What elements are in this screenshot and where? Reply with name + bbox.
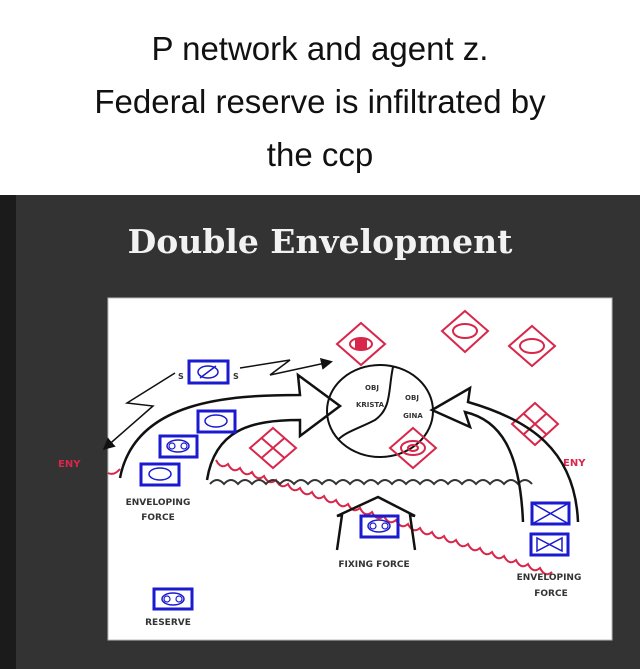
- friendly-line: [209, 479, 533, 486]
- enemy-diamond-icon: [510, 401, 560, 447]
- friendly-units: [139, 359, 571, 611]
- airborne-unit-icon: [529, 532, 570, 557]
- maneuver-arrows: [102, 358, 580, 551]
- mech-unit-icon: [152, 587, 194, 611]
- armor-unit-icon: [196, 409, 237, 434]
- screen-s-left: S: [178, 372, 184, 381]
- caption-line: the ccp: [266, 136, 374, 173]
- obj-gina-label: GINA: [403, 412, 423, 420]
- eny-label-right: ENY: [563, 458, 586, 469]
- infantry-unit-icon: [530, 501, 571, 526]
- enemy-diamond-icon: [335, 321, 387, 367]
- reserve-label: RESERVE: [145, 618, 191, 628]
- screen-unit-icon: [187, 359, 230, 385]
- enveloping-force-right-label: ENVELOPING: [517, 573, 582, 583]
- screen-arrow-left: [102, 372, 176, 450]
- screen-s-right: S: [233, 372, 239, 381]
- screen-arrow-right: [239, 358, 333, 376]
- mech-unit-icon: [359, 514, 400, 539]
- right-envelopment-arrow: [429, 385, 580, 523]
- enveloping-force-left-label: ENVELOPING: [126, 498, 191, 508]
- enemy-diamond-icon: [507, 324, 557, 368]
- obj-gina-label: OBJ: [405, 394, 419, 402]
- enveloping-force-right-label: FORCE: [534, 589, 567, 599]
- fixing-force-arrow: [335, 495, 417, 551]
- enveloping-force-left-label: FORCE: [141, 513, 174, 523]
- left-envelopment-arrow: [118, 372, 343, 481]
- fixing-force-label: FIXING FORCE: [338, 560, 409, 570]
- obj-krista-label: KRISTA: [356, 401, 385, 409]
- enemy-diamond-icon: [440, 309, 490, 354]
- armor-unit-icon: [139, 462, 181, 487]
- slide-edge: [0, 195, 16, 669]
- diagram-panel: [107, 297, 613, 641]
- meme-caption: P network and agent z. Federal reserve i…: [0, 22, 640, 181]
- caption-line: Federal reserve is infiltrated by: [94, 83, 546, 120]
- enemy-diamond-icon: [248, 426, 298, 470]
- slide-title: Double Envelopment: [127, 222, 513, 261]
- eny-label-left: ENY: [58, 459, 81, 470]
- mech-unit-icon: [158, 434, 199, 459]
- enemy-diamond-icon: [388, 426, 438, 470]
- caption-line: P network and agent z.: [151, 30, 489, 67]
- obj-krista-label: OBJ: [365, 384, 379, 392]
